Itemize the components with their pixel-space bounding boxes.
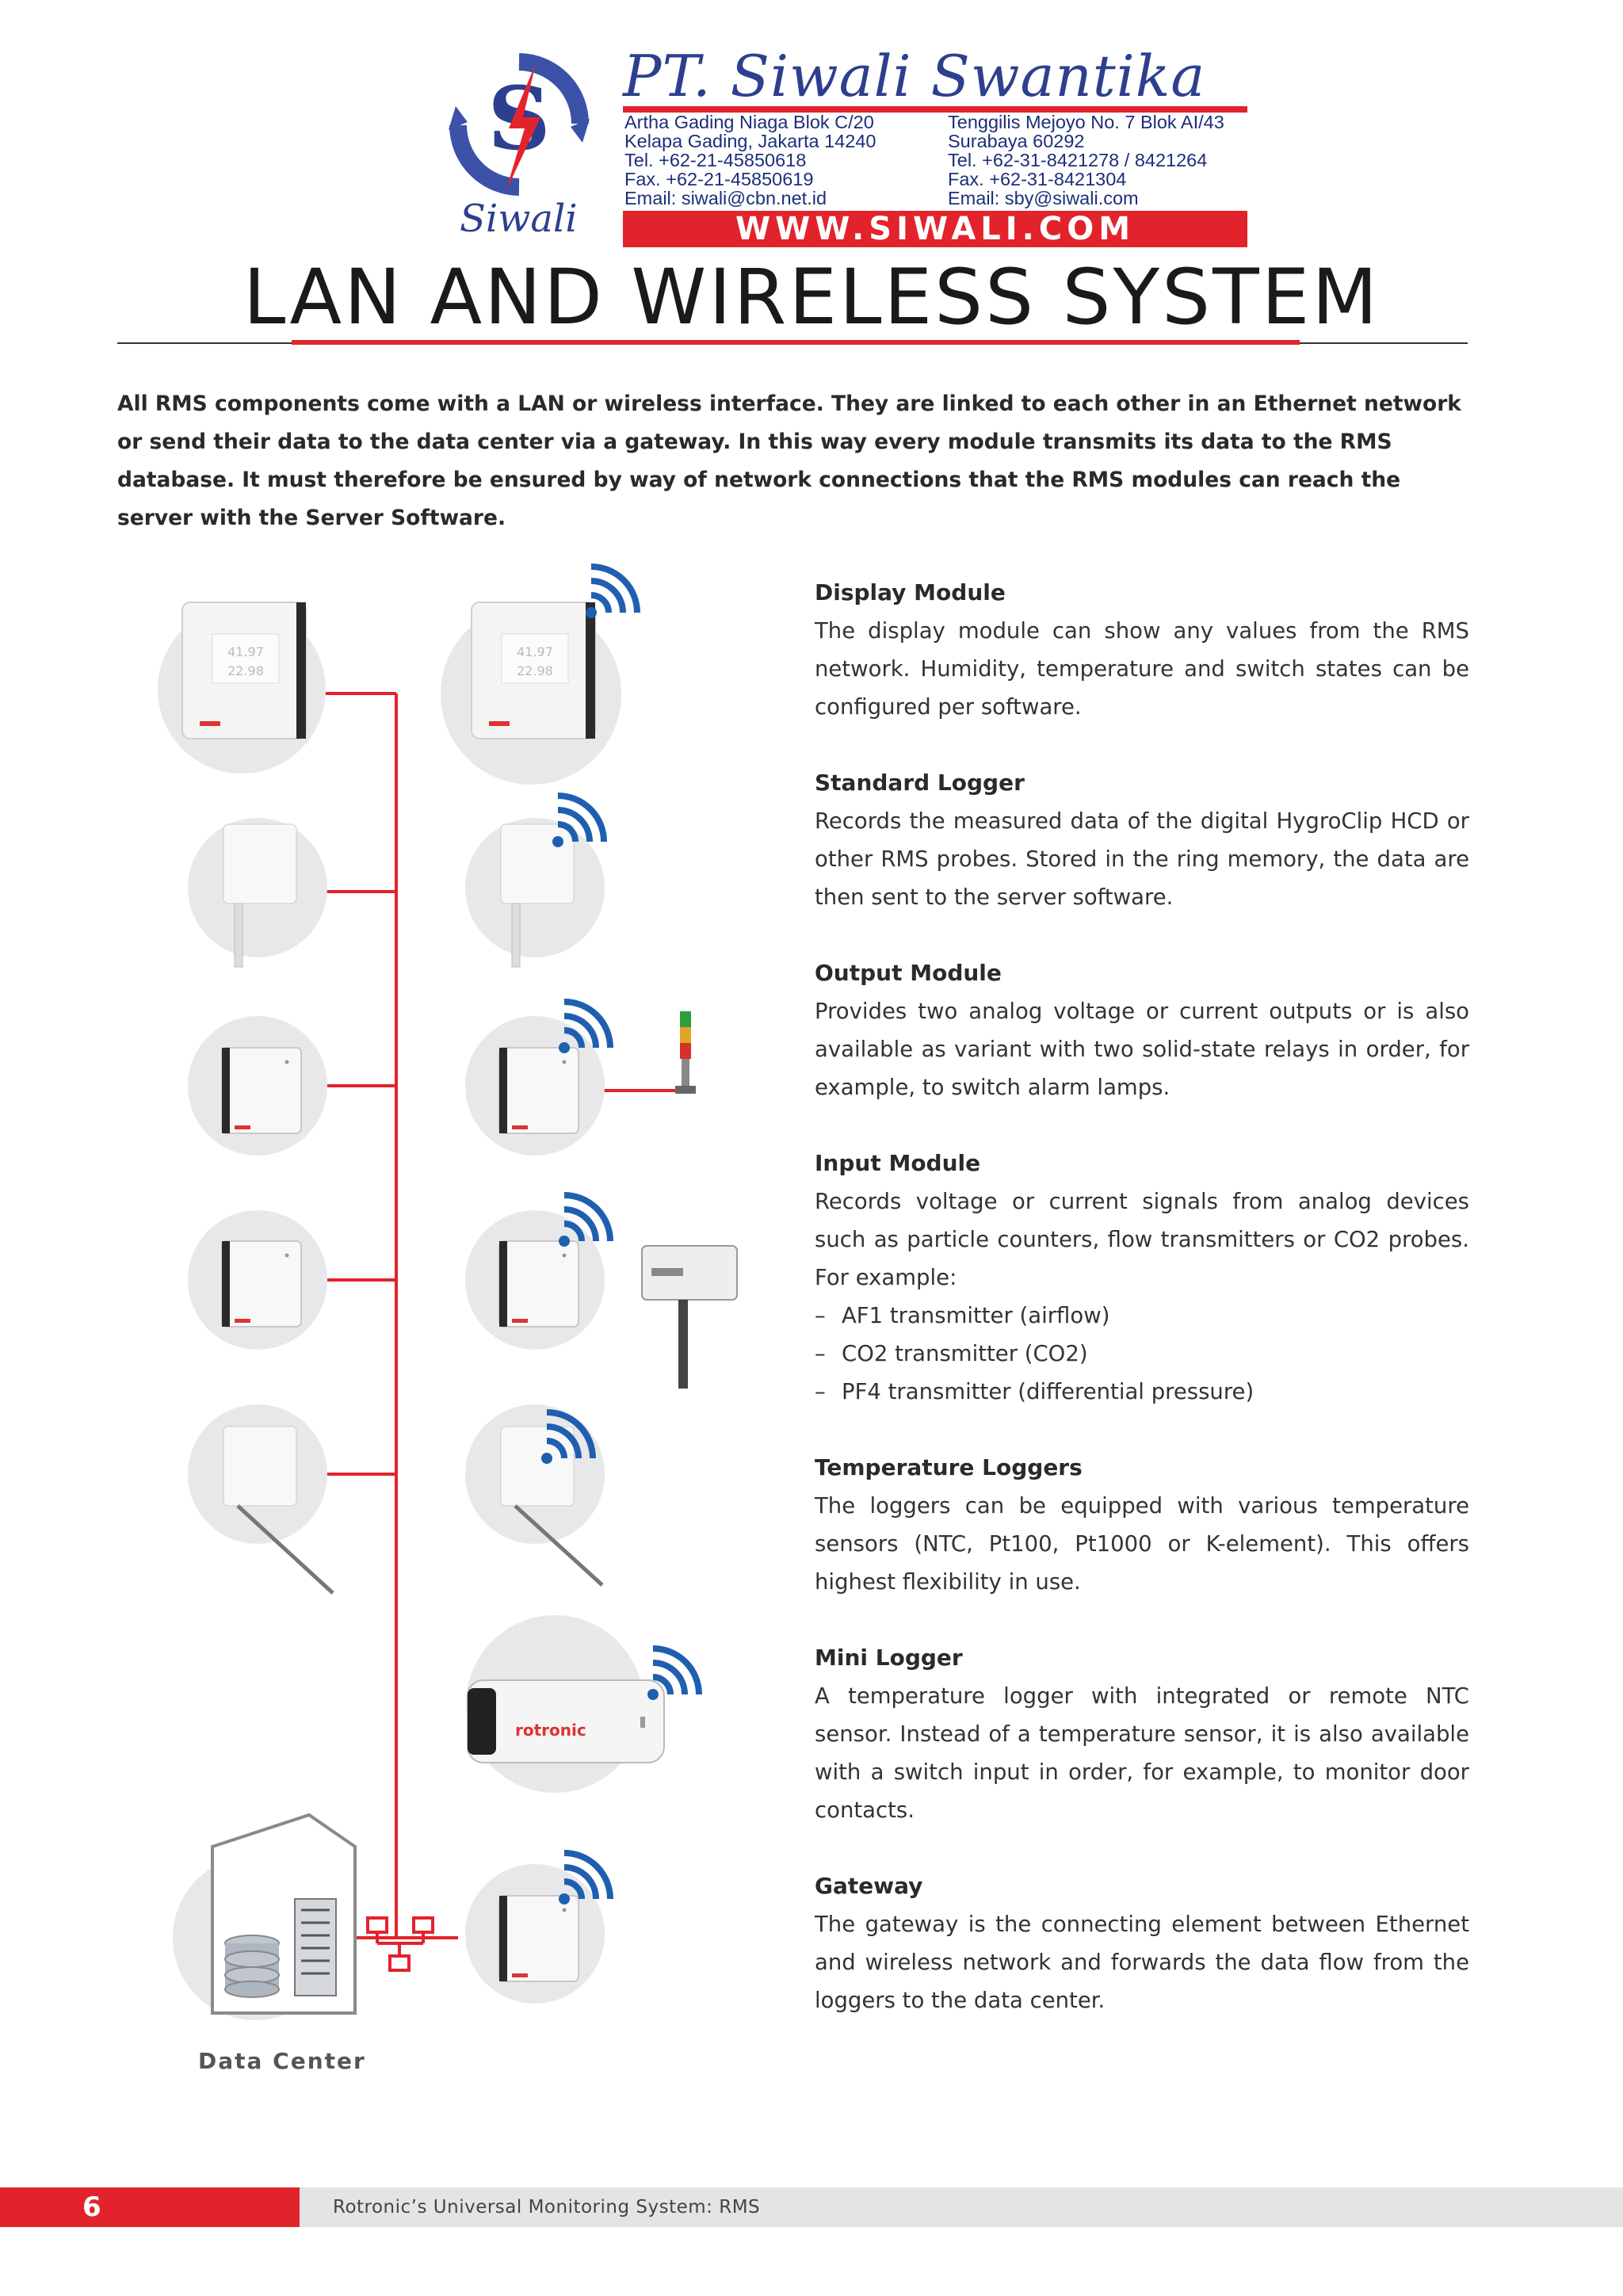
wifi-icon <box>559 1853 610 1904</box>
title-rule-accent <box>292 340 1300 345</box>
co2-transmitter <box>641 1245 738 1389</box>
alarm-lamp-icon <box>675 1011 696 1094</box>
mini-logger-brand: rotronic <box>515 1721 586 1740</box>
list-item: –AF1 transmitter (airflow) <box>815 1303 1110 1328</box>
mini-logger-wireless: rotronic <box>466 1615 699 1793</box>
database-icon <box>224 1935 280 1998</box>
module-title: Standard Logger <box>815 770 1025 796</box>
display-module-wireless: 41.97 22.98 <box>441 567 637 785</box>
siwali-logo-emblem: S <box>449 53 590 196</box>
list-item-text: CO2 transmitter (CO2) <box>842 1341 1088 1366</box>
module-text: The loggers can be equipped with various… <box>815 1493 1469 1595</box>
wifi-icon <box>647 1648 699 1700</box>
module-title: Temperature Loggers <box>815 1454 1083 1480</box>
module-text: The display module can show any values f… <box>815 618 1469 720</box>
website-banner: WWW.SIWALI.COM <box>623 211 1247 247</box>
gateway-wireless <box>465 1853 610 2004</box>
address-line: Fax. +62-21-45850619 <box>624 169 814 189</box>
company-name: PT. Siwali Swantika <box>623 43 1206 109</box>
wifi-icon <box>559 1002 610 1053</box>
logo-script: Siwali <box>460 197 578 241</box>
intro-paragraph: All RMS components come with a LAN or wi… <box>117 392 1461 530</box>
standard-logger-lan <box>188 818 327 968</box>
list-item: –CO2 transmitter (CO2) <box>815 1341 1088 1366</box>
module-text: Records voltage or current signals from … <box>815 1189 1469 1290</box>
temperature-logger-wireless <box>465 1404 605 1587</box>
company-rule <box>623 106 1247 113</box>
network-diagram: 41.97 22.98 <box>158 555 738 2020</box>
address-line: Email: sby@siwali.com <box>948 188 1139 208</box>
module-title: Mini Logger <box>815 1645 963 1671</box>
display-reading: 41.97 <box>517 644 553 659</box>
module-standard-logger: Standard Logger Records the measured dat… <box>815 764 1469 916</box>
ethernet-network-icon <box>366 1916 434 1972</box>
wifi-icon <box>559 1195 610 1247</box>
address-line: Tel. +62-31-8421278 / 8421264 <box>948 150 1208 170</box>
module-title: Input Module <box>815 1150 981 1176</box>
temperature-logger-lan <box>188 1404 334 1595</box>
address-line: Artha Gading Niaga Blok C/20 <box>624 112 874 132</box>
address-line: Kelapa Gading, Jakarta 14240 <box>624 131 876 151</box>
output-module-lan <box>188 1016 327 1156</box>
module-temperature-loggers: Temperature Loggers The loggers can be e… <box>815 1449 1469 1601</box>
address-jakarta: Artha Gading Niaga Blok C/20 Kelapa Gadi… <box>624 113 876 208</box>
module-text: Provides two analog voltage or current o… <box>815 999 1469 1100</box>
module-display: Display Module The display module can sh… <box>815 574 1469 726</box>
module-input: Input Module Records voltage or current … <box>815 1144 1469 1411</box>
module-gateway: Gateway The gateway is the connecting el… <box>815 1867 1469 2019</box>
address-line: Surabaya 60292 <box>948 131 1085 151</box>
address-line: Email: siwali@cbn.net.id <box>624 188 827 208</box>
input-module-lan <box>188 1210 327 1350</box>
display-module-lan: 41.97 22.98 <box>158 602 326 774</box>
address-line: Tenggilis Mejoyo No. 7 Blok AI/43 <box>948 112 1224 132</box>
module-descriptions: Display Module The display module can sh… <box>815 574 1469 2057</box>
input-module-wireless <box>465 1195 738 1389</box>
page-title: LAN AND WIRELESS SYSTEM <box>242 253 1381 342</box>
address-line: Fax. +62-31-8421304 <box>948 169 1127 189</box>
module-title: Gateway <box>815 1873 923 1899</box>
wifi-icon <box>552 796 604 847</box>
page-number: 6 <box>82 2191 101 2223</box>
display-reading: 22.98 <box>517 663 553 678</box>
data-center-building <box>173 1813 357 2020</box>
display-reading: 22.98 <box>227 663 264 678</box>
module-text: The gateway is the connecting element be… <box>815 1912 1469 2013</box>
footer-accent <box>0 2187 300 2227</box>
server-rack-icon <box>294 1898 337 1996</box>
list-item-text: AF1 transmitter (airflow) <box>842 1303 1110 1328</box>
data-center-label: Data Center <box>198 2048 366 2074</box>
module-mini-logger: Mini Logger A temperature logger with in… <box>815 1639 1469 1829</box>
wifi-icon <box>586 567 637 618</box>
footer-text: Rotronic’s Universal Monitoring System: … <box>333 2197 761 2218</box>
module-text: Records the measured data of the digital… <box>815 808 1469 910</box>
address-line: Tel. +62-21-45850618 <box>624 150 807 170</box>
display-reading: 41.97 <box>227 644 264 659</box>
module-text: A temperature logger with integrated or … <box>815 1683 1469 1823</box>
output-module-wireless <box>465 1002 696 1156</box>
list-item: –PF4 transmitter (differential pressure) <box>815 1379 1254 1404</box>
module-title: Output Module <box>815 960 1002 986</box>
module-title: Display Module <box>815 579 1006 606</box>
module-output: Output Module Provides two analog voltag… <box>815 954 1469 1106</box>
address-surabaya: Tenggilis Mejoyo No. 7 Blok AI/43 Suraba… <box>948 113 1224 208</box>
list-item-text: PF4 transmitter (differential pressure) <box>842 1379 1254 1404</box>
standard-logger-wireless <box>465 796 605 968</box>
